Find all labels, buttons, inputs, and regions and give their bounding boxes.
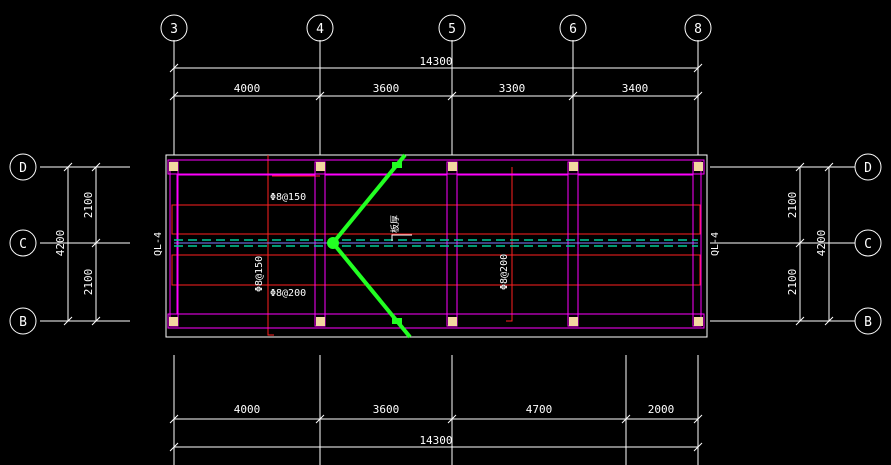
- dim-top-2: 3600: [373, 82, 400, 95]
- axis-bubble-6: [559, 14, 587, 42]
- dim-bottom-3: 4700: [526, 403, 553, 416]
- small-note: 板厚: [389, 215, 412, 241]
- axis-bubble-8: [684, 14, 712, 42]
- dim-right-1: 2100: [786, 192, 799, 219]
- axis-bubble-d-right: [854, 153, 882, 181]
- columns: [169, 162, 703, 326]
- bottom-dimensions: [169, 414, 703, 452]
- axis-bubble-d-left: [9, 153, 37, 181]
- axis-bubble-4: [306, 14, 334, 42]
- break-line: [327, 153, 412, 339]
- dim-bottom-1: 4000: [234, 403, 261, 416]
- axis-label-d-left: D: [19, 161, 27, 176]
- axis-label-c-left: C: [19, 237, 27, 252]
- dim-top-1: 4000: [234, 82, 261, 95]
- rebar-label-right-vertical: Φ8@200: [499, 254, 510, 290]
- axis-label-3: 3: [170, 22, 178, 37]
- dim-right-2: 2100: [786, 269, 799, 296]
- axis-label-d-right: D: [864, 161, 872, 176]
- dim-left-total: 4200: [54, 230, 67, 257]
- dim-left-1: 2100: [82, 192, 95, 219]
- dim-top-4: 3400: [622, 82, 649, 95]
- beam-label-right: QL-4: [710, 232, 721, 256]
- axis-label-b-left: B: [19, 315, 27, 330]
- dim-bottom-4: 2000: [648, 403, 675, 416]
- top-dimensions: [169, 63, 703, 101]
- axis-label-b-right: B: [864, 315, 872, 330]
- rebar-label-mid-vertical: Φ8@150: [254, 256, 265, 292]
- axis-bubble-5: [438, 14, 466, 42]
- axis-bubble-c-right: [854, 229, 882, 257]
- dim-bottom-total: 14300: [419, 434, 452, 447]
- rebar-vertical-right: [506, 167, 513, 322]
- note-text: 板厚: [389, 215, 401, 233]
- rebar-label-top: Φ8@150: [270, 192, 306, 203]
- grid-lines: [40, 40, 855, 465]
- dim-bottom-2: 3600: [373, 403, 400, 416]
- rebar-vertical-left: [267, 155, 274, 336]
- rebar-label-bottom: Φ8@200: [270, 288, 306, 299]
- slab-outline: [165, 154, 708, 338]
- axis-label-5: 5: [448, 22, 456, 37]
- axis-bubble-c-left: [9, 229, 37, 257]
- axis-bubble-3: [160, 14, 188, 42]
- left-dimensions: [63, 162, 101, 326]
- dim-left-2: 2100: [82, 269, 95, 296]
- axis-label-4: 4: [316, 22, 324, 37]
- rebar-band-top: [171, 204, 701, 235]
- beam-label-left: QL-4: [153, 232, 164, 256]
- dim-right-total: 4200: [815, 230, 828, 257]
- top-axis-bubbles: [160, 14, 712, 42]
- right-dimensions: [795, 162, 834, 326]
- rebar-band-bottom: [171, 254, 701, 286]
- axis-label-c-right: C: [864, 237, 872, 252]
- dim-top-total: 14300: [419, 55, 452, 68]
- center-line: [174, 239, 698, 247]
- axis-label-6: 6: [569, 22, 577, 37]
- dim-top-3: 3300: [499, 82, 526, 95]
- rebar-lines: [171, 155, 701, 336]
- axis-label-8: 8: [694, 22, 702, 37]
- axis-bubble-b-left: [9, 307, 37, 335]
- axis-bubble-b-right: [854, 307, 882, 335]
